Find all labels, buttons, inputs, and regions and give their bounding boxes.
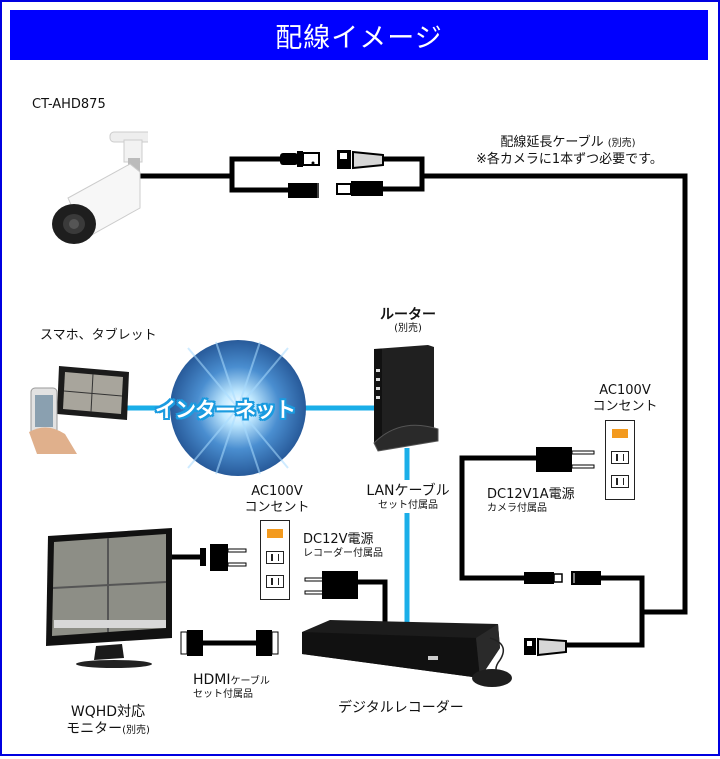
camera-power-note: カメラ付属品 (487, 503, 547, 514)
camera-outlet-label: コンセント (592, 399, 658, 414)
hdmi-cable-note: セット付属品 (193, 689, 253, 700)
camera-power-adapter-icon (536, 447, 595, 472)
camera-power-dc-plug-icon (524, 571, 601, 585)
monitor-sold-separately: (別売) (122, 725, 150, 736)
recorder-outlet-voltage: AC100V (251, 484, 303, 499)
mobile-label: スマホ、タブレット (40, 328, 157, 343)
extension-dc-plug-icon (336, 181, 383, 196)
outlet-switch-icon (612, 429, 628, 438)
hdmi-cable-icon (180, 630, 279, 656)
camera-pigtail-cable (140, 156, 288, 193)
recorder-power-adapter-icon (304, 571, 358, 599)
recorder-power-cable (358, 579, 388, 625)
globe-icon (170, 340, 306, 476)
monitor-label-text: モニター (66, 721, 123, 737)
recorder-power-outlet (260, 520, 290, 600)
recorder-label: デジタルレコーダー (338, 700, 464, 716)
outlet-socket-icon (611, 475, 629, 488)
outlet-socket-icon (266, 551, 284, 564)
monitor-label-line2: モニター(別売) (48, 721, 168, 739)
monitor-label-line1: WQHD対応 (70, 704, 146, 720)
extension-cable-note: ※各カメラに1本ずつ必要です。 (476, 152, 663, 167)
camera-power-cable (459, 455, 645, 648)
bullet-camera-icon (52, 131, 148, 244)
router-icon (373, 345, 439, 452)
lan-cable-note: セット付属品 (378, 500, 438, 511)
extension-cable-label: 配線延長ケーブル (別売) (478, 135, 658, 151)
outlet-socket-icon (266, 575, 284, 588)
lan-cable-label: LANケーブル (366, 483, 450, 499)
bnc-connector-icon (280, 151, 320, 167)
page-title: 配線イメージ (10, 10, 708, 60)
extension-cable-title: 配線延長ケーブル (500, 135, 604, 150)
camera-power-label: DC12V1A電源 (487, 487, 575, 502)
recorder-outlet-label: コンセント (244, 500, 310, 515)
outlet-socket-icon (611, 451, 629, 464)
camera-power-outlet (605, 420, 635, 500)
recorder-bnc-connector-icon (524, 637, 567, 657)
outlet-switch-icon (267, 529, 283, 538)
smartphone-tablet-icon (29, 366, 129, 454)
hdmi-cable-label: HDMIケーブル (193, 672, 270, 690)
router-label: ルーター (380, 307, 436, 323)
monitor-power-plug-icon (200, 544, 247, 571)
extension-cable (383, 156, 688, 615)
hdmi-label-text: HDMI (193, 672, 231, 688)
internet-label: インターネット (155, 398, 296, 422)
extension-cable-sold-separately: (別売) (607, 138, 636, 149)
extension-bnc-connector-icon (337, 150, 384, 170)
hdmi-label-suffix: ケーブル (230, 676, 270, 687)
camera-model-label: CT-AHD875 (32, 97, 106, 112)
recorder-power-label: DC12V電源 (303, 532, 374, 547)
monitor-icon (46, 528, 172, 668)
recorder-power-note: レコーダー付属品 (303, 548, 383, 559)
router-sold-separately: (別売) (394, 323, 422, 334)
camera-outlet-voltage: AC100V (599, 383, 651, 398)
dvr-icon (302, 620, 512, 687)
dc-jack-icon (288, 183, 319, 198)
